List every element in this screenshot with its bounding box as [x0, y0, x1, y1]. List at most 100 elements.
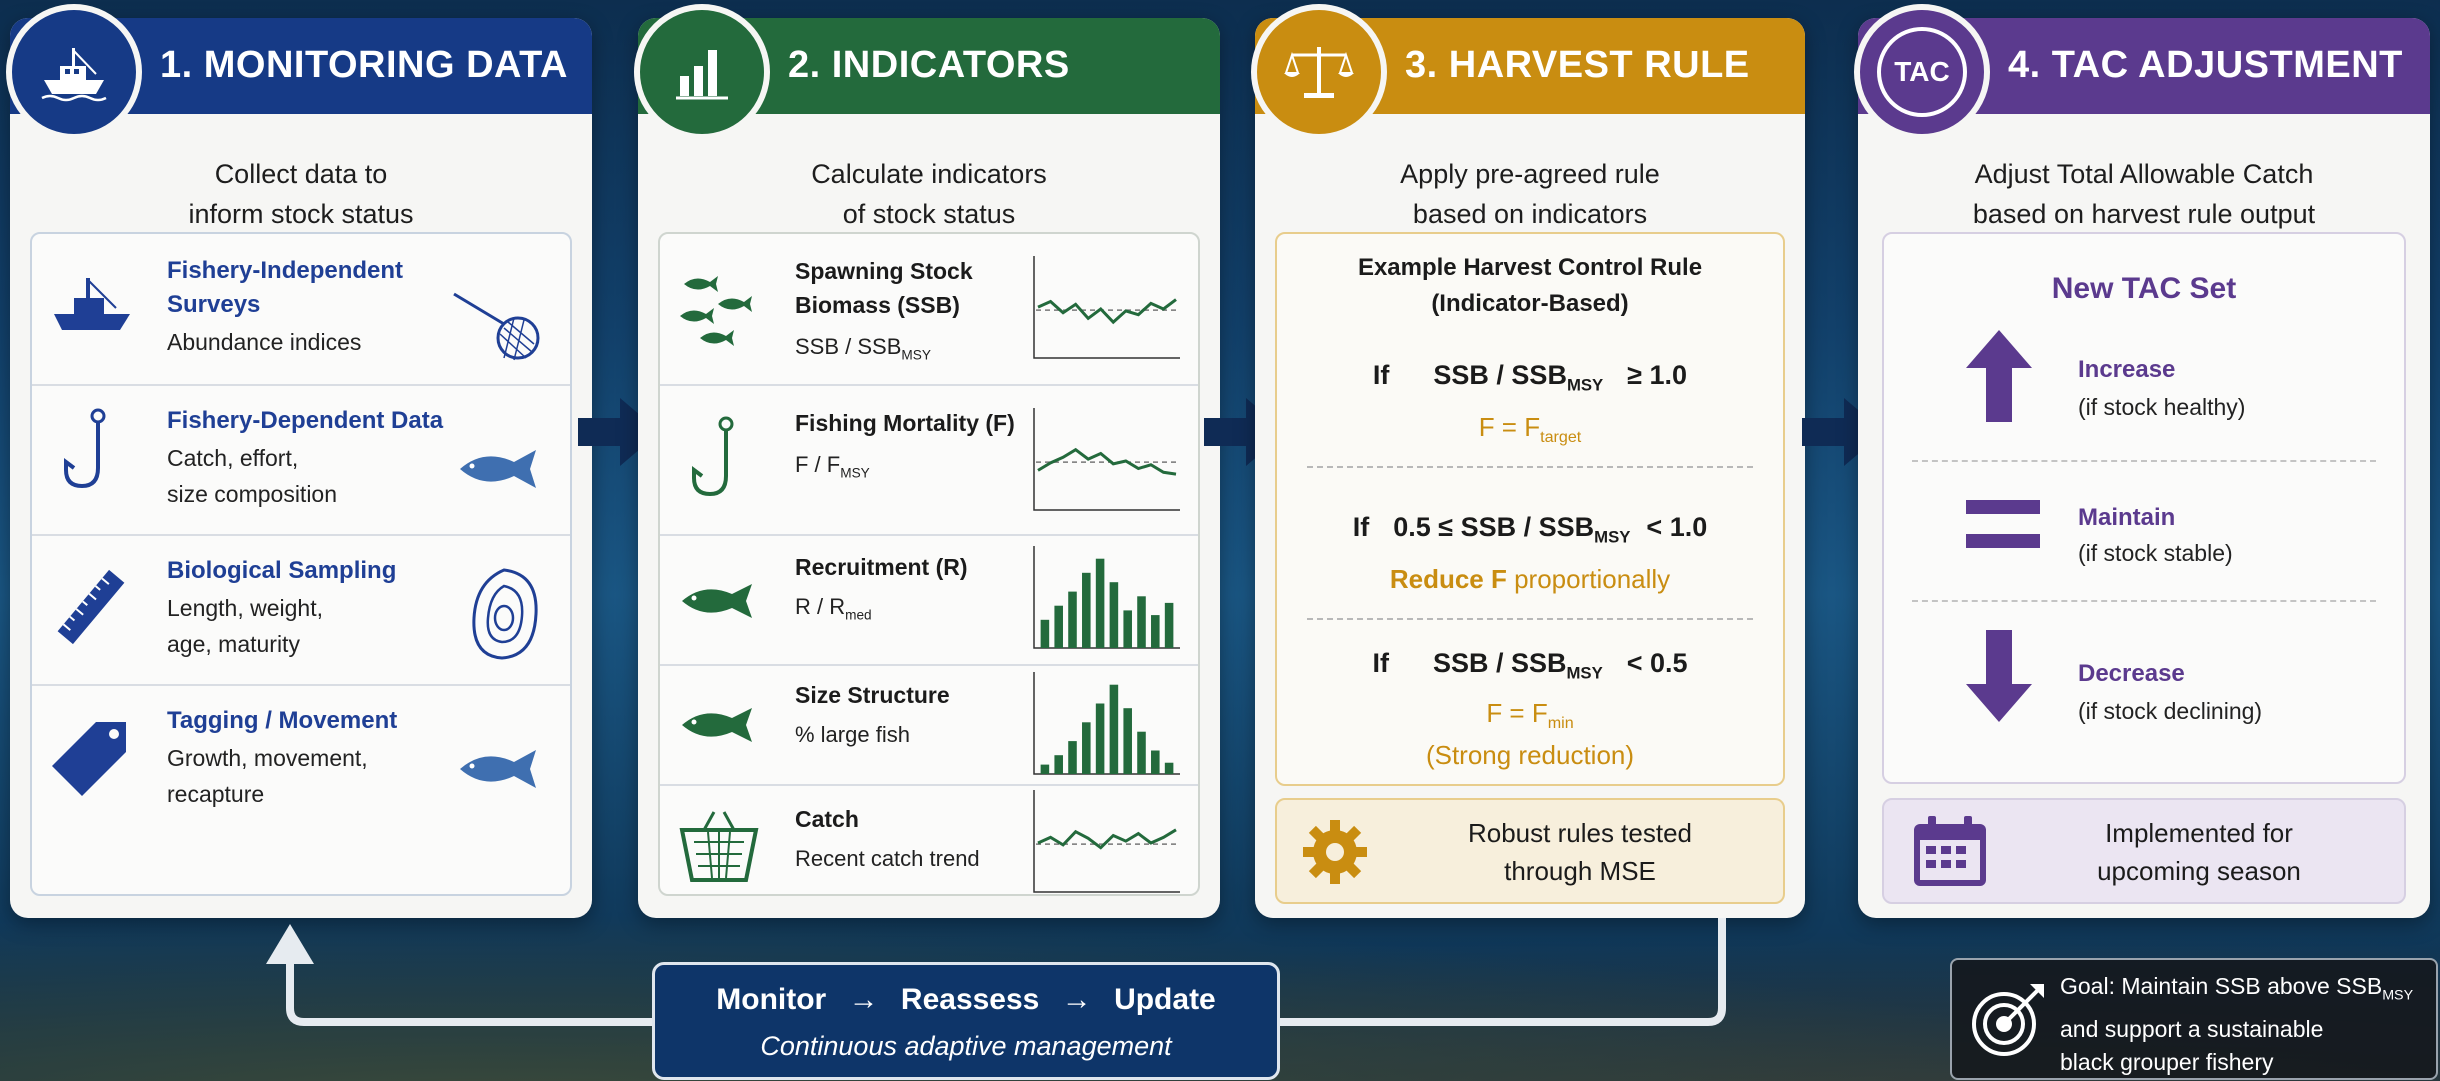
row-text: Abundance indices: [167, 329, 362, 355]
bar: [1040, 619, 1050, 648]
indicators-title: 2. INDICATORS: [788, 44, 1070, 86]
fish-icon: [682, 584, 752, 618]
indicator-chart: [1033, 256, 1180, 359]
rule-if: If: [1372, 648, 1389, 678]
rule-result: F = Fmin: [1277, 698, 1783, 733]
rule-if: If: [1352, 512, 1370, 542]
otolith-icon: [472, 568, 538, 660]
list-item: Spawning Stock Biomass (SSB) SSB / SSBMS…: [660, 234, 1198, 386]
tac-option-note: (if stock stable): [2078, 540, 2233, 566]
tac-option-label: Decrease: [2078, 660, 2185, 687]
new-tac-title: New TAC Set: [2051, 272, 2237, 305]
goal-line-3: black grouper fishery: [2060, 1048, 2274, 1075]
rule-result-sub: min: [1547, 714, 1574, 733]
indicator-ratio-main: Recent catch trend: [795, 846, 980, 871]
bar: [1164, 602, 1174, 648]
list-item: Biological Sampling Length, weight, age,…: [32, 534, 570, 686]
row-title: Biological Sampling: [167, 557, 397, 584]
bar: [1068, 741, 1077, 774]
bar: [1123, 708, 1132, 774]
harvest-rule-box: Example Harvest Control Rule (Indicator-…: [1275, 232, 1785, 786]
arrow-up-icon: [1966, 330, 2032, 422]
chart-axis: [1033, 408, 1180, 511]
rule-condition: If 0.5 ≤ SSB / SSBMSY < 1.0: [1277, 512, 1783, 547]
series-line: [1037, 298, 1177, 325]
bar: [1095, 558, 1105, 648]
indicator-ratio-main: F / F: [795, 452, 841, 477]
bar: [1151, 750, 1160, 774]
row-title: Tagging / Movement: [167, 707, 398, 734]
fishing-boat-icon: [6, 4, 142, 140]
harvest-subtitle: Apply pre-agreed rule based on indicator…: [1400, 159, 1660, 229]
rule-result: F = Ftarget: [1277, 412, 1783, 447]
tac-divider: [1912, 460, 2376, 462]
rule-divider: [1307, 466, 1753, 468]
row-title: Fishery-Independent Surveys: [167, 257, 404, 318]
rule-cond-sub: MSY: [1566, 663, 1603, 683]
rule-cond-post: < 0.5: [1626, 648, 1688, 678]
rule-cond: SSB / SSB: [1432, 648, 1567, 678]
row-title: Fishery-Dependent Data: [167, 407, 444, 434]
fish-icon: [460, 750, 536, 788]
series-line: [1037, 828, 1177, 850]
mse-footer: Robust rules tested through MSE: [1275, 798, 1785, 904]
monitoring-title: 1. MONITORING DATA: [160, 44, 568, 86]
tac-option-label: Increase: [2078, 356, 2176, 383]
tac-option-label: Maintain: [2078, 504, 2176, 531]
series-line: [1037, 447, 1177, 476]
bar: [1137, 731, 1146, 774]
indicator-ratio: F / FMSY: [795, 452, 870, 480]
monitoring-card: Fishery-Independent Surveys Abundance in…: [30, 232, 572, 896]
goal-box: Goal: Maintain SSB above SSBMSY and supp…: [1950, 958, 2438, 1080]
mse-footer-text: Robust rules tested through MSE: [1467, 818, 1692, 886]
tac-title: 4. TAC ADJUSTMENT: [2008, 44, 2403, 86]
list-item: Recruitment (R) R / Rmed: [660, 534, 1198, 666]
rule-note: (Strong reduction): [1425, 740, 1635, 770]
indicator-ratio: % large fish: [795, 722, 910, 748]
tac-divider: [1912, 600, 2376, 602]
rule-cond: 0.5 ≤ SSB / SSB: [1393, 512, 1595, 542]
bar: [1054, 755, 1063, 774]
row-text: Growth, movement, recapture: [167, 745, 368, 807]
indicators-card: Spawning Stock Biomass (SSB) SSB / SSBMS…: [658, 232, 1200, 896]
equals-icon: [1966, 500, 2040, 548]
rule-cond-sub: MSY: [1594, 527, 1631, 547]
loop-subtitle: Continuous adaptive management: [760, 1031, 1172, 1061]
indicator-ratio-main: R / R: [795, 594, 846, 619]
indicators-panel: 2. INDICATORS Calculate indicators of st…: [634, 4, 1220, 918]
indicator-title: Spawning Stock Biomass (SSB): [795, 258, 973, 318]
list-item: Fishery-Independent Surveys Abundance in…: [32, 234, 570, 386]
rule-result-main: F = F: [1486, 698, 1548, 728]
rule-divider: [1307, 618, 1753, 620]
harvest-title: 3. HARVEST RULE: [1405, 44, 1750, 86]
goal-text: Goal: Maintain SSB above SSBMSY and supp…: [2060, 970, 2413, 1079]
row-text: Catch, effort, size composition: [167, 445, 338, 507]
indicator-ratio-sub: MSY: [840, 465, 870, 481]
chart-axis: [1033, 790, 1180, 893]
fishing-net-icon: [453, 292, 540, 361]
rule-result-main: F = F: [1478, 412, 1541, 442]
list-item: Size Structure % large fish: [660, 664, 1198, 786]
survey-vessel-icon: [54, 278, 130, 330]
list-item: Fishery-Dependent Data Catch, effort, si…: [32, 384, 570, 536]
monitoring-panel: 1. MONITORING DATA Collect data to infor…: [6, 4, 592, 918]
balance-scale-icon: [1251, 4, 1387, 140]
loop-step-reassess: Reassess: [900, 983, 1040, 1016]
rule-cond-post: ≥ 1.0: [1627, 360, 1688, 390]
indicator-ratio-sub: med: [845, 607, 872, 623]
goal-line-1: Goal: Maintain SSB above SSBMSY: [2060, 970, 2413, 1013]
indicator-title: Fishing Mortality (F): [795, 410, 1015, 436]
indicator-chart: [1033, 546, 1180, 649]
calendar-icon: [1914, 816, 1986, 886]
arrow-down-icon: [1966, 630, 2032, 722]
rule-cond-post: < 1.0: [1646, 512, 1708, 542]
loop-arrow: →: [848, 983, 879, 1016]
tac-option-note: (if stock healthy): [2078, 394, 2246, 420]
gear-icon: [1303, 820, 1367, 884]
loop-step-update: Update: [1114, 983, 1216, 1016]
indicator-ratio-main: % large fish: [795, 722, 910, 747]
rule-if: If: [1372, 360, 1390, 390]
target-icon: [1972, 984, 2044, 1056]
list-item: Tagging / Movement Growth, movement, rec…: [32, 684, 570, 834]
fish-icon: [682, 708, 752, 742]
